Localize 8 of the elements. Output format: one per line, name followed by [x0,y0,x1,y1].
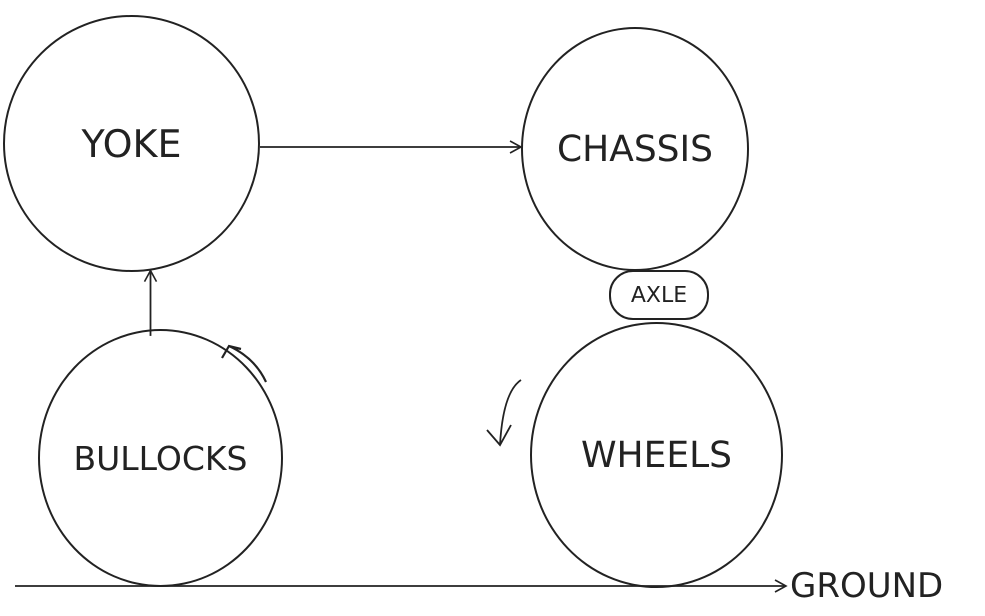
ground-label: GROUND [790,562,980,610]
circle-node: BULLOCKS [38,329,283,587]
circle-node: CHASSIS [521,27,749,271]
arrow [144,270,158,336]
circle-node: WHEELS [530,322,783,588]
arrow [15,579,787,593]
circle-node: YOKE [3,15,260,272]
arrow [260,140,522,154]
